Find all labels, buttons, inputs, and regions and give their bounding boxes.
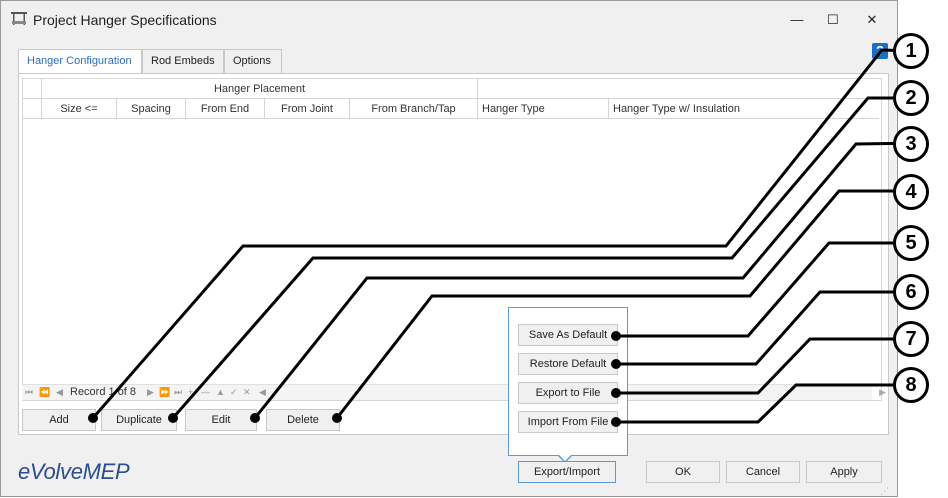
leader-3	[253, 141, 919, 419]
hanger-app-icon	[11, 12, 27, 25]
leader-dot-add	[88, 413, 98, 423]
cancel-edit-icon[interactable]: ✕	[243, 387, 251, 397]
column-header-hanger-type-insulation[interactable]: Hanger Type w/ Insulation	[609, 99, 879, 119]
hanger-configuration-panel: Hanger Placement Size <= Spacing From En…	[18, 73, 889, 435]
evolvemep-logo: eVolveMEP	[18, 459, 130, 484]
callout-2: 2	[893, 80, 929, 116]
last-record-icon[interactable]: ⏭	[174, 387, 183, 397]
ok-button[interactable]: OK	[646, 461, 720, 483]
hanger-placement-header: Hanger Placement	[42, 79, 478, 99]
callout-4: 4	[893, 174, 929, 210]
window-title: Project Hanger Specifications	[33, 12, 217, 28]
leader-dot-duplicate	[168, 413, 178, 423]
leader-7	[616, 337, 918, 395]
previous-page-icon[interactable]: ⏪	[39, 387, 51, 397]
restore-default-button[interactable]: Restore Default	[518, 353, 618, 375]
close-button[interactable]: ✕	[866, 12, 878, 27]
add-button[interactable]: Add	[22, 409, 96, 431]
next-page-icon[interactable]: ⏩	[159, 387, 171, 397]
leader-dot-save-default	[611, 331, 621, 341]
export-to-file-button[interactable]: Export to File	[518, 382, 618, 404]
column-header-spacing[interactable]: Spacing	[117, 99, 186, 119]
column-header-hanger-type[interactable]: Hanger Type	[478, 99, 609, 119]
column-header-from-joint[interactable]: From Joint	[265, 99, 350, 119]
edit-record-icon[interactable]: ▲	[216, 387, 225, 397]
import-from-file-button[interactable]: Import From File	[518, 411, 618, 433]
scroll-left-icon[interactable]: ◀	[259, 387, 266, 397]
leader-dot-delete	[332, 413, 342, 423]
save-as-default-button[interactable]: Save As Default	[518, 324, 618, 346]
tab-options[interactable]: Options	[224, 49, 282, 73]
callout-5: 5	[893, 225, 929, 261]
callout-3: 3	[893, 126, 929, 162]
export-import-menu: Save As Default Restore Default Export t…	[508, 307, 628, 456]
leader-dot-import-file	[611, 417, 621, 427]
export-import-button[interactable]: Export/Import	[518, 461, 616, 483]
callout-6: 6	[893, 274, 929, 310]
grid-group-spacer	[478, 79, 881, 99]
column-header-from-end[interactable]: From End	[186, 99, 265, 119]
remove-record-icon[interactable]: —	[201, 387, 210, 397]
duplicate-button[interactable]: Duplicate	[101, 409, 177, 431]
minimize-button[interactable]: —	[790, 12, 804, 27]
leader-2	[171, 96, 918, 419]
leader-4	[335, 189, 918, 419]
column-header-from-branch-tap[interactable]: From Branch/Tap	[350, 99, 478, 119]
apply-button[interactable]: Apply	[806, 461, 882, 483]
cancel-button[interactable]: Cancel	[726, 461, 800, 483]
menu-pointer-fill	[558, 454, 572, 461]
callout-1: 1	[893, 33, 929, 69]
delete-button[interactable]: Delete	[266, 409, 340, 431]
callout-8: 8	[893, 367, 929, 403]
first-record-icon[interactable]: ⏮	[25, 387, 34, 397]
row-indicator-header	[23, 99, 42, 119]
grid-corner	[23, 79, 42, 99]
leader-dot-restore-default	[611, 359, 621, 369]
tab-hanger-configuration[interactable]: Hanger Configuration	[18, 49, 142, 74]
leader-8	[616, 383, 918, 424]
callout-7: 7	[893, 321, 929, 357]
append-record-icon[interactable]: +	[188, 387, 194, 397]
leader-6	[616, 290, 918, 366]
end-edit-icon[interactable]: ✓	[230, 387, 238, 397]
leader-1	[91, 48, 919, 419]
tab-rod-embeds[interactable]: Rod Embeds	[142, 49, 224, 73]
dialog-window: Project Hanger Specifications — ☐ ✕ Hang…	[0, 0, 898, 497]
resize-grip-icon[interactable]: ⋰	[880, 486, 889, 496]
edit-button[interactable]: Edit	[185, 409, 257, 431]
maximize-button[interactable]: ☐	[827, 12, 839, 27]
title-bar: Project Hanger Specifications — ☐ ✕	[1, 1, 897, 39]
scroll-right-icon[interactable]: ▶	[879, 387, 886, 397]
leader-dot-export-file	[611, 388, 621, 398]
next-record-icon[interactable]: ▶	[147, 387, 154, 397]
leader-5	[616, 241, 918, 338]
leader-dot-edit	[250, 413, 260, 423]
hanger-grid[interactable]: Hanger Placement Size <= Spacing From En…	[22, 78, 882, 401]
column-header-size[interactable]: Size <=	[42, 99, 117, 119]
previous-record-icon[interactable]: ◀	[56, 387, 63, 397]
